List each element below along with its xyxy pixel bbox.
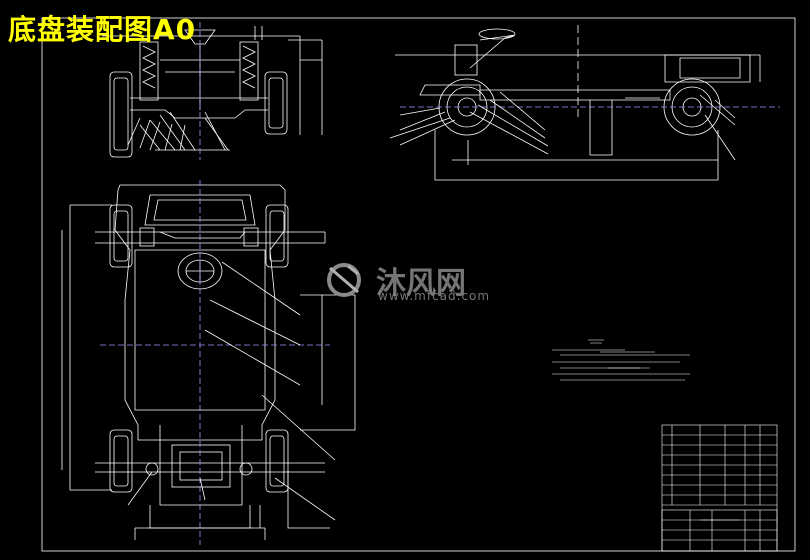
mfcad-logo — [327, 263, 361, 297]
watermark-url: www.mfcad.com — [378, 289, 491, 303]
drawing-title: 底盘装配图A0 — [8, 13, 197, 46]
title-block — [661, 424, 778, 552]
front-view — [102, 26, 323, 158]
technical-notes — [552, 339, 690, 381]
plan-view — [61, 184, 356, 540]
watermark-name: 沐风网 — [376, 266, 466, 301]
side-view — [395, 25, 761, 181]
drawing-border — [41, 17, 796, 552]
